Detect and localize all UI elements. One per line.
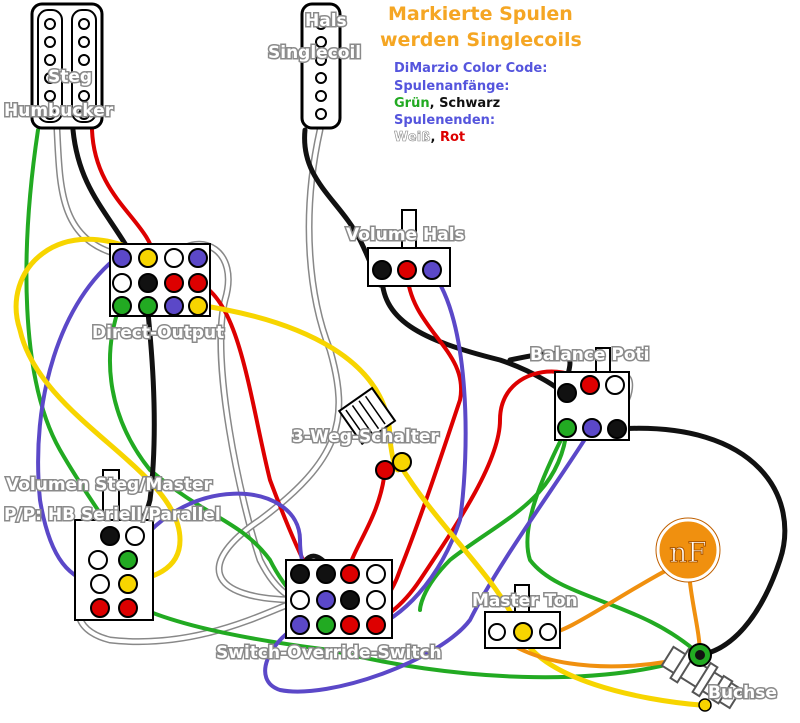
- three-way-switch: [337, 386, 412, 480]
- volume-hals-pot: [367, 209, 451, 287]
- label-humbucker: Humbucker: [4, 101, 114, 121]
- label-singlecoil: Singlecoil: [268, 43, 361, 63]
- capacitor: nF: [655, 517, 721, 583]
- legend-end-red: Rot: [440, 130, 465, 145]
- direct-output-switch: [109, 243, 211, 317]
- legend-ends-label: Spulenenden:: [394, 113, 495, 128]
- label-volume-hals: Volume Hals: [346, 225, 465, 245]
- balance-poti: [554, 347, 630, 441]
- legend-end-sep: ,: [431, 130, 440, 145]
- volumen-steg-master-pot: [74, 469, 154, 621]
- label-steg: Steg: [48, 67, 92, 87]
- label-master-ton: Master Ton: [472, 591, 578, 611]
- legend-start-sep: ,: [430, 96, 435, 111]
- color-code-legend: DiMarzio Color Code: Spulenanfänge: Grün…: [394, 61, 548, 145]
- legend-start-black: Schwarz: [435, 96, 501, 111]
- label-direct-output: Direct-Output: [92, 323, 224, 343]
- label-buchse: Buchse: [708, 683, 777, 703]
- label-switch-override-switch: Switch-Override-Switch: [216, 643, 442, 663]
- label-hb-seriell-parallel: P/P: HB Seriell/Parallel: [4, 505, 221, 525]
- legend-ends: Weiß, Rot: [394, 130, 465, 145]
- header-line-2: werden Singlecoils: [380, 29, 582, 51]
- legend-starts-label: Spulenanfänge:: [394, 79, 509, 94]
- humbucker-pickup: [30, 2, 104, 130]
- label-volumen-steg-master: Volumen Steg/Master: [6, 475, 213, 495]
- output-jack: [660, 643, 743, 712]
- labels: Hals Singlecoil Steg Humbucker Direct-Ou…: [3, 10, 779, 705]
- legend-title: DiMarzio Color Code:: [394, 61, 547, 76]
- label-hals: Hals: [305, 11, 347, 31]
- label-3-weg-schalter: 3-Weg-Schalter: [292, 427, 439, 447]
- header: Markierte Spulen werden Singlecoils: [380, 3, 582, 51]
- header-line-1: Markierte Spulen: [388, 3, 573, 25]
- legend-end-white: Weiß: [394, 130, 431, 145]
- legend-start-green: Grün: [394, 96, 430, 111]
- singlecoil-pickup: [300, 2, 342, 130]
- switch-override-switch: [285, 559, 393, 639]
- capacitor-label: nF: [669, 536, 706, 569]
- master-ton-pot: [484, 584, 561, 649]
- label-balance-poti: Balance Poti: [530, 345, 649, 365]
- legend-starts: Grün, Schwarz: [394, 96, 500, 111]
